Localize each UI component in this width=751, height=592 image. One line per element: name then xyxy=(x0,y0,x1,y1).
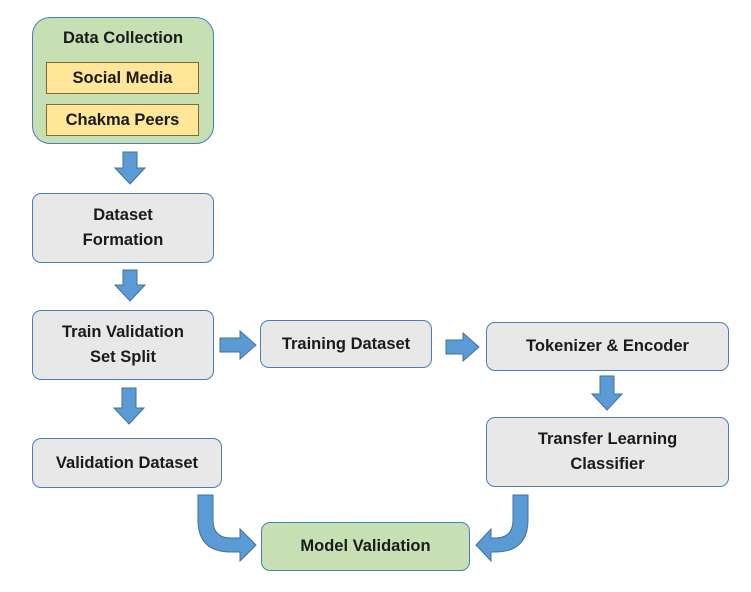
source-social-media: Social Media xyxy=(46,62,199,94)
source-social-media-label: Social Media xyxy=(72,68,173,87)
model-validation-box: Model Validation xyxy=(261,522,470,571)
validation-dataset-box: Validation Dataset xyxy=(32,438,222,488)
arrow-down-collection-to-formation xyxy=(113,151,147,185)
tokenizer-encoder-label: Tokenizer & Encoder xyxy=(526,337,689,356)
training-dataset-box: Training Dataset xyxy=(260,320,432,368)
arrow-down-formation-to-split xyxy=(113,269,147,302)
transfer-learning-line-2: Classifier xyxy=(570,455,645,473)
arrow-curve-classifier-to-model xyxy=(475,494,529,563)
arrow-down-tokenizer-to-classifier xyxy=(590,375,624,411)
arrow-right-split-to-training xyxy=(219,329,257,361)
training-dataset-label: Training Dataset xyxy=(281,334,411,353)
arrow-down-split-to-validation xyxy=(112,387,146,425)
train-validation-split-line-2: Set Split xyxy=(89,348,156,366)
transfer-learning-classifier-box: Transfer Learning Classifier xyxy=(486,417,729,487)
dataset-formation-line-1: Dataset xyxy=(93,206,153,225)
model-validation-label: Model Validation xyxy=(300,537,431,556)
source-chakma-peers-label: Chakma Peers xyxy=(65,110,180,129)
train-validation-split-line-1: Train Validation xyxy=(62,323,184,342)
dataset-formation-line-2: Formation xyxy=(82,231,164,249)
source-chakma-peers: Chakma Peers xyxy=(46,104,199,136)
dataset-formation-box: Dataset Formation xyxy=(32,193,214,263)
train-validation-split-box: Train Validation Set Split xyxy=(32,310,214,380)
arrow-right-training-to-tokenizer xyxy=(445,331,480,363)
validation-dataset-label: Validation Dataset xyxy=(55,453,199,472)
data-collection-title: Data Collection xyxy=(62,29,184,47)
transfer-learning-line-1: Transfer Learning xyxy=(537,430,678,449)
arrow-curve-validation-to-model xyxy=(197,494,257,563)
tokenizer-encoder-box: Tokenizer & Encoder xyxy=(486,322,729,371)
